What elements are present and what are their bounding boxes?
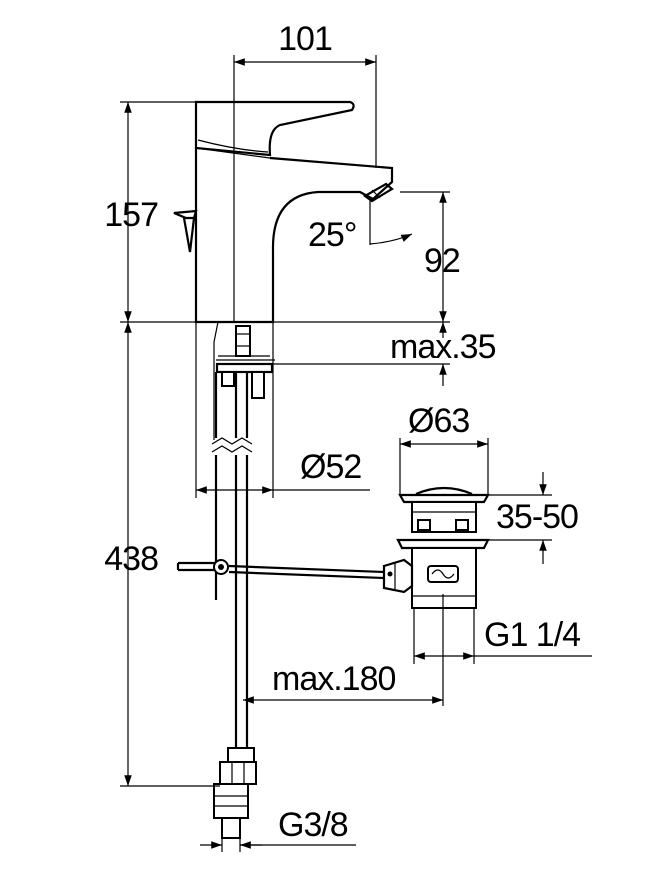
dim-deck-thickness: max.35 — [390, 328, 496, 366]
hose-fitting — [213, 747, 257, 839]
pull-rod — [176, 559, 385, 580]
dim-spout-angle: 25° — [308, 216, 356, 254]
dim-hose-thread: G3/8 — [278, 806, 348, 844]
dim-spout-height: 92 — [424, 242, 460, 280]
dim-rod-reach: max.180 — [272, 660, 395, 698]
dimension-lines — [120, 55, 592, 852]
dim-waste-diameter: Ø63 — [408, 402, 469, 440]
dim-width-top: 101 — [278, 20, 332, 58]
dim-body-diameter: Ø52 — [300, 448, 361, 486]
mounting-assembly — [213, 321, 275, 440]
faucet-body — [194, 100, 394, 324]
pop-up-knob — [173, 209, 198, 253]
dim-height-body: 157 — [104, 196, 158, 234]
waste-assembly — [382, 486, 490, 609]
dim-total-length: 438 — [104, 540, 158, 578]
dim-waste-thread: G1 1/4 — [484, 616, 580, 654]
dim-waste-range: 35-50 — [496, 498, 578, 536]
